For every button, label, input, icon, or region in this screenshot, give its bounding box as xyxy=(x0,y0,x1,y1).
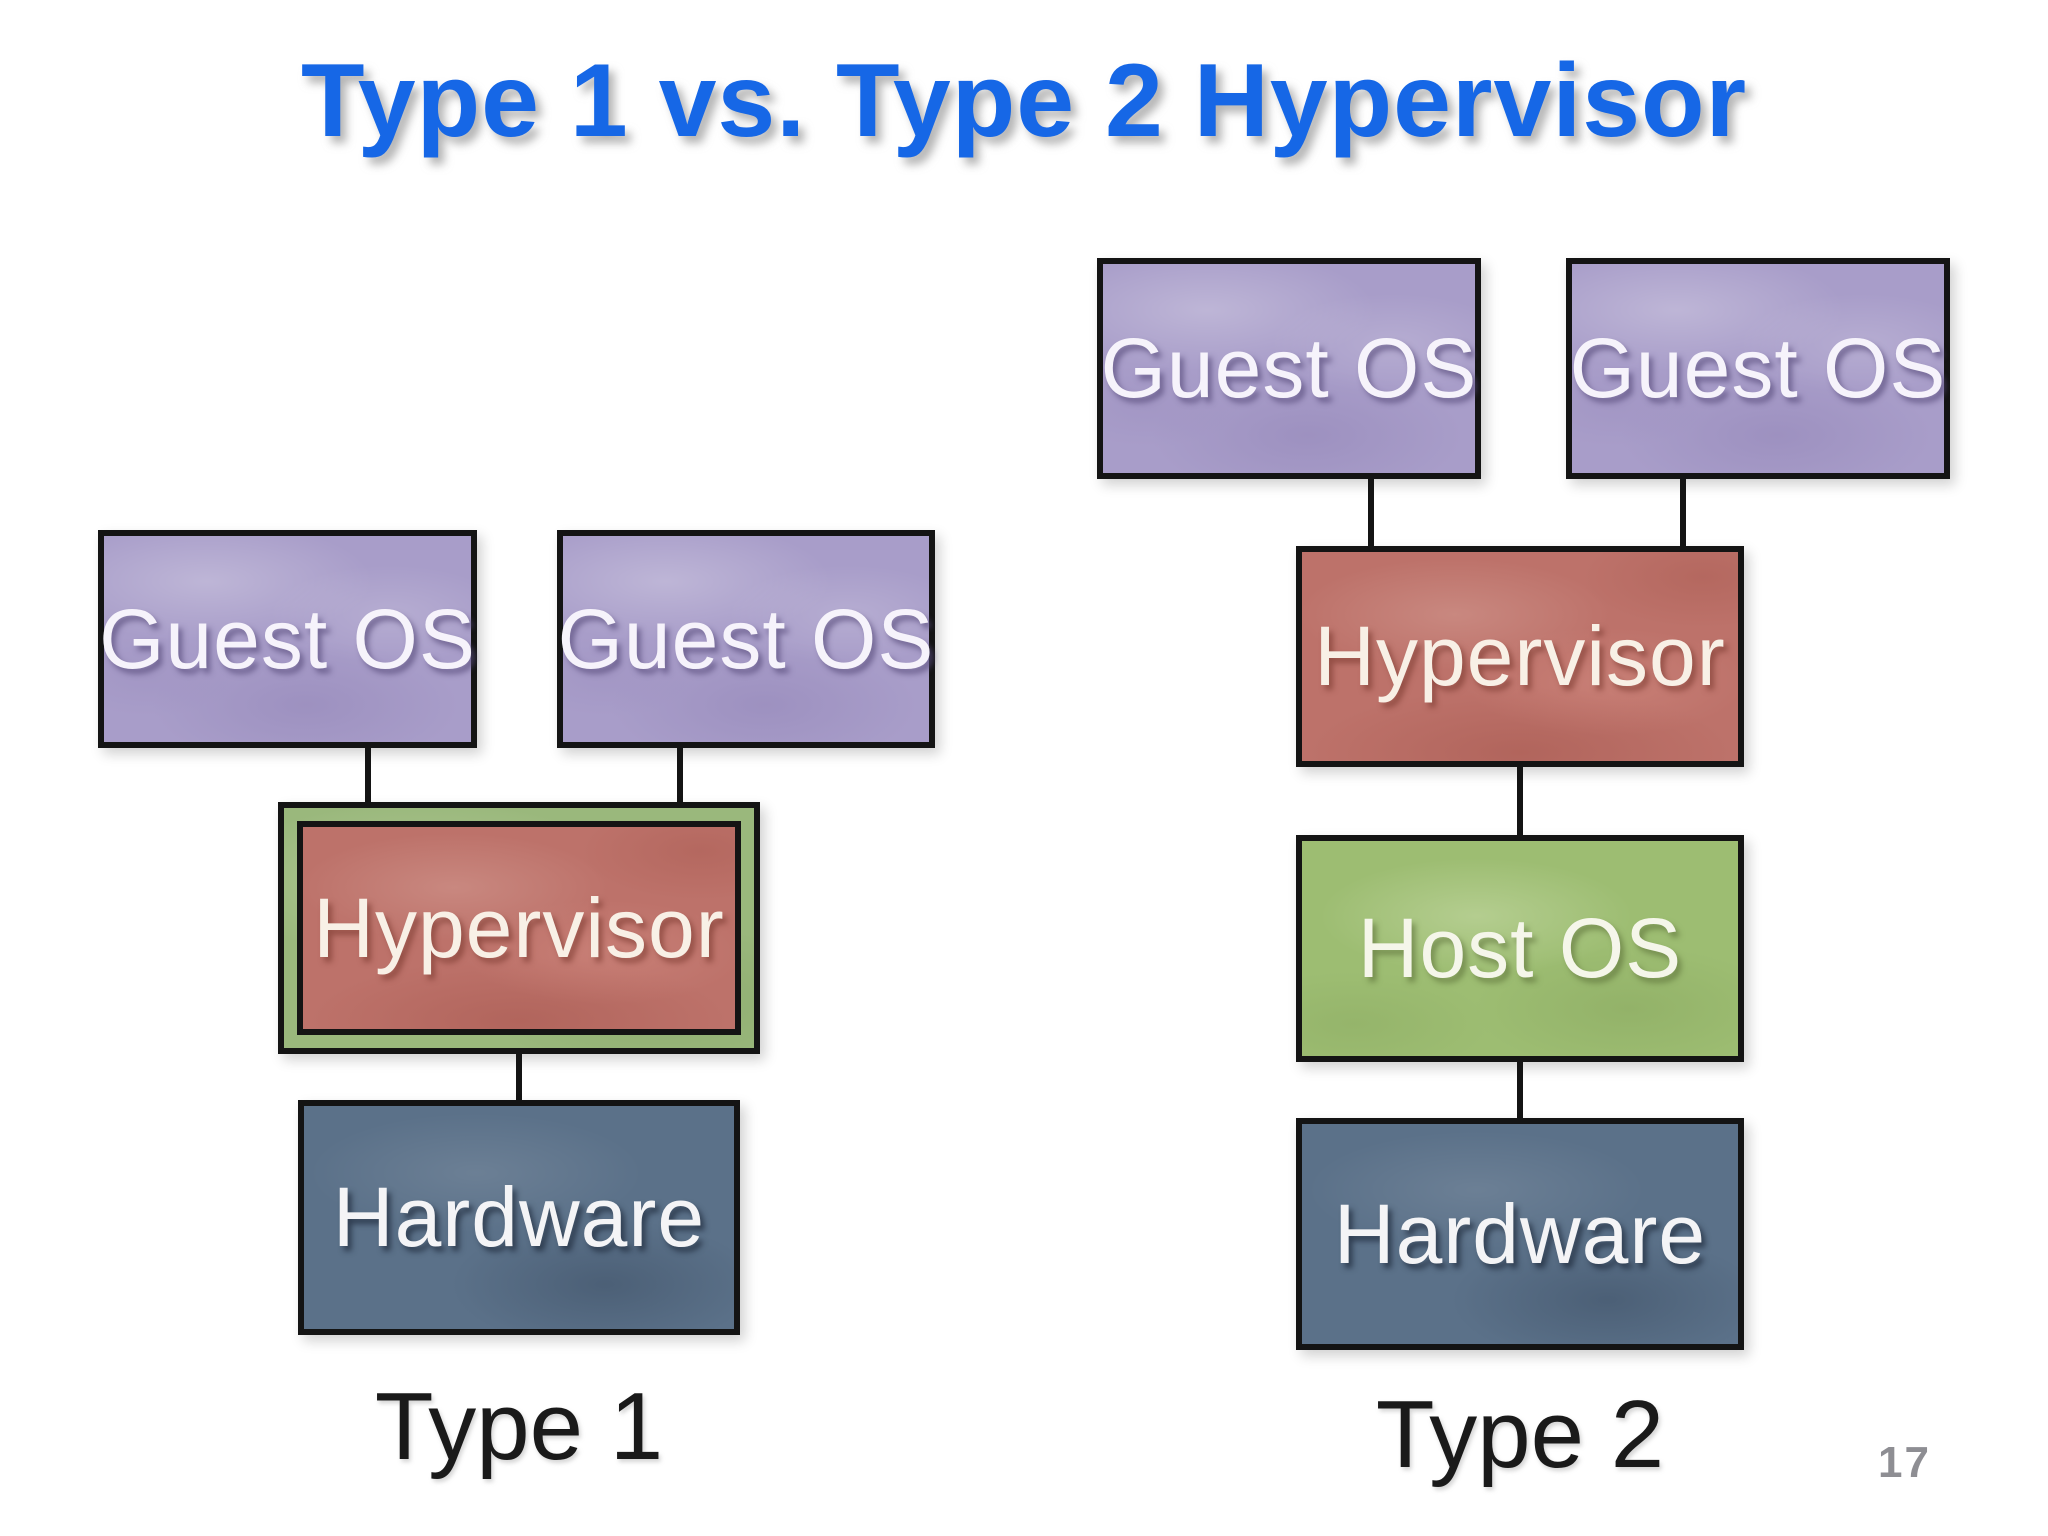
type1-connector-guest-right-to-hypervisor xyxy=(677,742,683,804)
page-number: 17 xyxy=(1878,1438,1931,1487)
type2-guest-os-left-label: Guest OS xyxy=(1100,321,1478,415)
type1-connector-hypervisor-to-hardware xyxy=(516,1050,522,1104)
type2-hypervisor-box: Hypervisor xyxy=(1296,546,1744,767)
type1-caption: Type 1 xyxy=(374,1373,664,1480)
type2-guest-os-right-label: Guest OS xyxy=(1569,321,1947,415)
type2-connector-guest-right-to-hypervisor xyxy=(1680,475,1686,549)
type2-connector-guest-left-to-hypervisor xyxy=(1368,475,1374,549)
type1-guest-os-right-box: Guest OS xyxy=(557,530,935,748)
type2-hardware-label: Hardware xyxy=(1333,1186,1707,1281)
type1-hypervisor-frame: Hypervisor xyxy=(278,802,760,1054)
type2-caption: Type 2 xyxy=(1375,1381,1665,1488)
type1-hypervisor-label: Hypervisor xyxy=(313,880,725,975)
type2-connector-hypervisor-to-host-os xyxy=(1517,763,1523,839)
type2-host-os-box: Host OS xyxy=(1296,835,1744,1062)
type1-hypervisor-box: Hypervisor xyxy=(297,821,741,1035)
type1-guest-os-right-label: Guest OS xyxy=(557,591,935,686)
type2-hypervisor-label: Hypervisor xyxy=(1314,609,1726,703)
type1-hardware-label: Hardware xyxy=(332,1170,706,1264)
type1-hardware-box: Hardware xyxy=(298,1100,740,1335)
type2-connector-host-os-to-hardware xyxy=(1517,1058,1523,1122)
type1-connector-guest-left-to-hypervisor xyxy=(365,742,371,804)
type1-guest-os-left-label: Guest OS xyxy=(99,591,476,686)
slide-title: Type 1 vs. Type 2 Hypervisor xyxy=(300,43,1748,159)
type2-guest-os-left-box: Guest OS xyxy=(1097,258,1481,479)
type2-hardware-box: Hardware xyxy=(1296,1118,1744,1350)
type2-guest-os-right-box: Guest OS xyxy=(1566,258,1950,479)
type2-host-os-label: Host OS xyxy=(1357,901,1683,995)
type1-guest-os-left-box: Guest OS xyxy=(98,530,477,748)
